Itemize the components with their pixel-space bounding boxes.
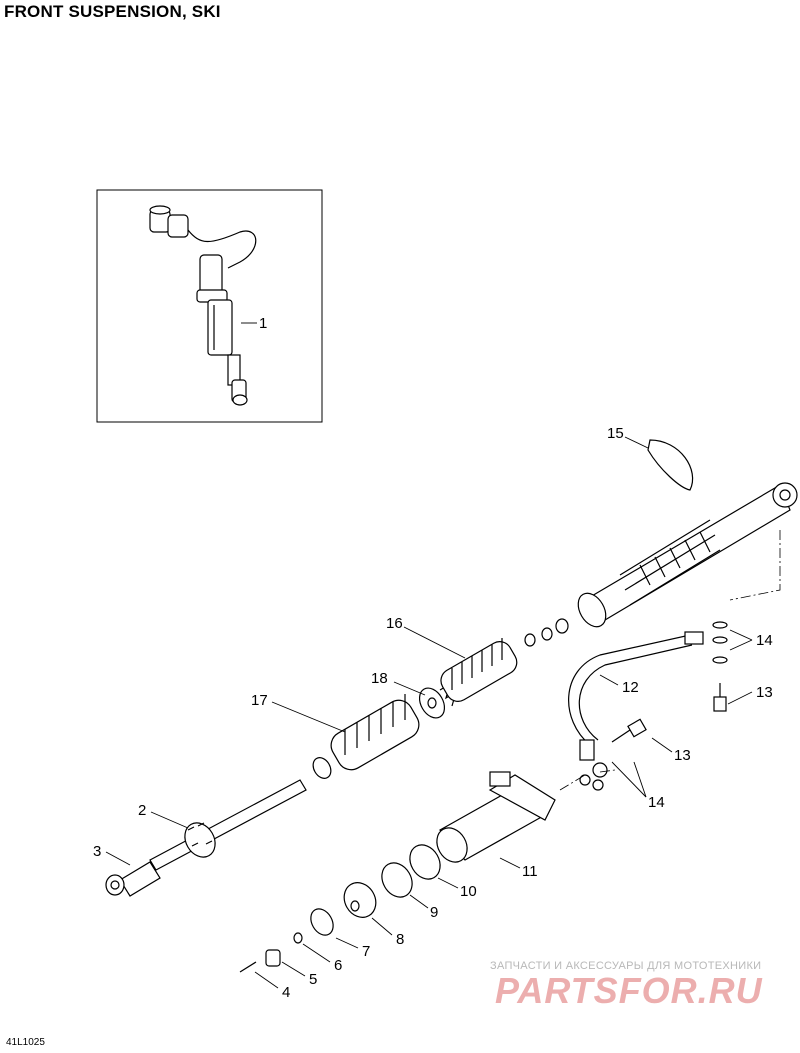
part-15-stopper <box>647 439 694 491</box>
callout-5: 5 <box>309 971 317 988</box>
part-14-orings <box>579 621 728 791</box>
callout-3: 3 <box>93 843 101 860</box>
leader-lines <box>105 322 753 989</box>
callout-9: 9 <box>430 904 438 921</box>
part-8-cap <box>343 882 377 918</box>
callout-4: 4 <box>282 984 290 1001</box>
part-12-hose <box>568 631 704 778</box>
watermark-text: ЗАПЧАСТИ И АКСЕССУАРЫ ДЛЯ МОТОТЕХНИКИ <box>490 960 762 972</box>
shock-assembly-inset <box>149 205 257 406</box>
part-16-spring <box>439 638 518 707</box>
part-9-ring <box>381 862 413 898</box>
callout-labels: 1 15 16 18 17 2 3 14 12 13 13 14 11 10 9… <box>93 315 773 1001</box>
callout-2: 2 <box>138 802 146 819</box>
part-11-reservoir <box>436 771 556 863</box>
document-code: 41L1025 <box>6 1037 45 1048</box>
callout-14-lower: 14 <box>648 794 665 811</box>
small-nuts <box>524 618 569 647</box>
inset-frame <box>96 189 323 423</box>
part-18-piston <box>418 687 446 719</box>
callout-1: 1 <box>259 315 267 332</box>
watermark-logo: PARTSFOR.RU <box>495 970 763 1011</box>
part-4-screw <box>239 961 257 973</box>
callout-10: 10 <box>460 883 477 900</box>
part-6-washer <box>293 932 303 944</box>
callout-12: 12 <box>622 679 639 696</box>
part-17-spring <box>312 694 420 779</box>
callout-13-right: 13 <box>756 684 773 701</box>
callout-15: 15 <box>607 425 624 442</box>
callout-14-upper: 14 <box>756 632 773 649</box>
part-3-eyelet <box>105 861 161 897</box>
shock-body <box>577 482 798 628</box>
callout-11: 11 <box>522 863 538 880</box>
part-5-valve <box>265 949 281 967</box>
part-2-shaft <box>149 779 307 871</box>
callout-8: 8 <box>396 931 404 948</box>
alignment-lines <box>559 530 781 791</box>
callout-18: 18 <box>371 670 388 687</box>
part-7-oring <box>310 908 334 936</box>
page-title: FRONT SUSPENSION, SKI <box>4 2 221 21</box>
callout-13-mid: 13 <box>674 747 691 764</box>
callout-17: 17 <box>251 692 268 709</box>
callout-6: 6 <box>334 957 342 974</box>
part-10-oring <box>409 844 441 880</box>
callout-7: 7 <box>362 943 370 960</box>
part-13-bolts <box>611 683 727 743</box>
callout-16: 16 <box>386 615 403 632</box>
